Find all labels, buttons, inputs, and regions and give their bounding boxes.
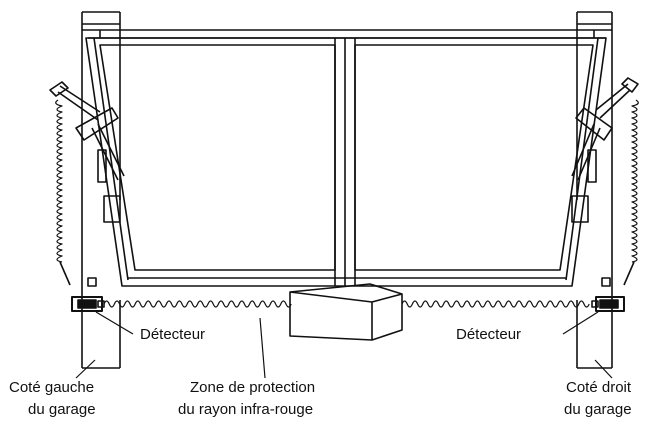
right-side-label-line1: Coté droit xyxy=(566,379,632,396)
right-side-label-line2: du garage xyxy=(564,401,632,418)
control-box xyxy=(289,283,403,341)
right-detector xyxy=(591,296,625,312)
leader-lines xyxy=(75,311,613,379)
door-panel xyxy=(85,37,607,287)
infrared-beam xyxy=(103,300,590,308)
detector-left-label: Détecteur xyxy=(140,326,205,343)
zone-label-line2: du rayon infra-rouge xyxy=(178,401,313,418)
left-side-label-line2: du garage xyxy=(28,401,96,418)
left-detector xyxy=(71,296,105,312)
detector-right-label: Détecteur xyxy=(456,326,521,343)
left-spring-arm xyxy=(49,81,125,287)
zone-label-line1: Zone de protection xyxy=(190,379,315,396)
header-beam xyxy=(82,29,612,39)
right-spring-arm xyxy=(571,77,639,287)
left-side-label-line1: Coté gauche xyxy=(9,379,94,396)
